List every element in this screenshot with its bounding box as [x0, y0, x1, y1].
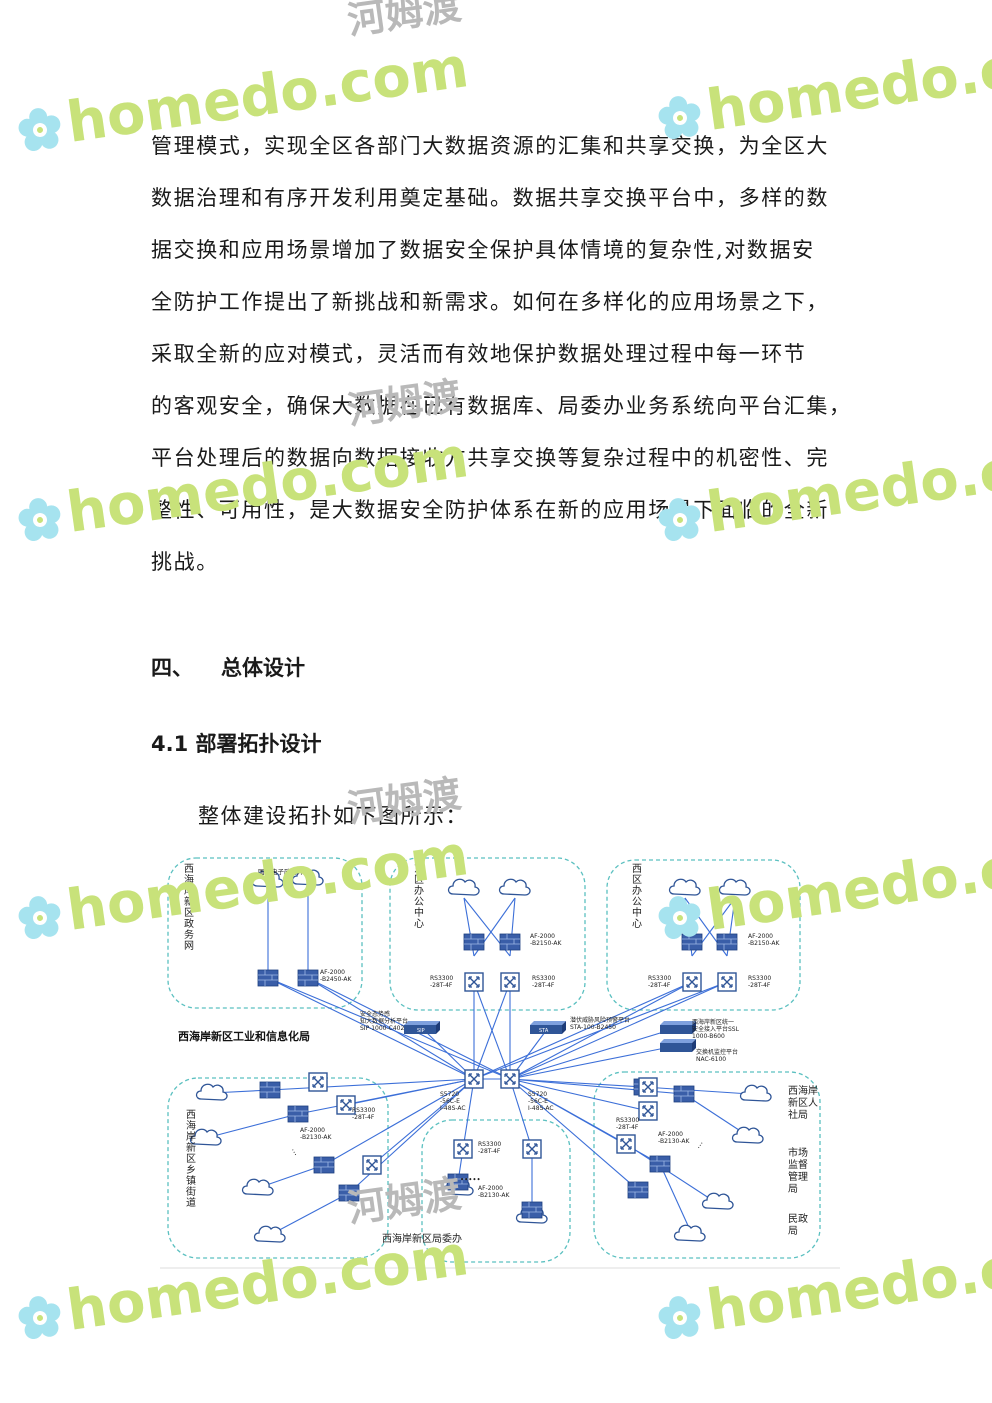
zone-label-gov: 西海岸新区政务网: [184, 864, 194, 952]
device-label: AF-2000-B2450-AK: [320, 969, 352, 983]
section-number: 四、: [151, 656, 193, 680]
ellipsis-dots: ⋯: [288, 1147, 300, 1158]
device-label: AF-2000-B2150-AK: [530, 933, 562, 947]
device-label: RS3300-28T-4F: [616, 1117, 639, 1131]
paragraph-line: 全防护工作提出了新挑战和新需求。如何在多样化的应用场景之下，: [151, 290, 829, 314]
watermark-flower-icon: [656, 1293, 704, 1341]
watermark-flower-icon: [16, 1293, 64, 1341]
zone-label-hr: 西海岸新区人社局: [788, 1084, 818, 1121]
paragraph-line: 采取全新的应对模式，灵活而有效地保护数据处理过程中每一环节: [151, 342, 807, 366]
device-label: RS3300-28T-4F: [352, 1107, 375, 1121]
topology-diagram: SIP STA 西海岸新区政务网 东区办公中心 西区办公中心 西海岸新区乡镇街道…: [160, 857, 840, 1269]
ellipsis-dots: ⋯: [694, 1139, 706, 1151]
device-label: AF-2000-B2150-AK: [748, 933, 780, 947]
device-label: RS3300-28T-4F: [478, 1141, 501, 1155]
device-label: RS3300-28T-4F: [430, 975, 453, 989]
watermark-flower-icon: [16, 495, 64, 543]
ellipsis-dots: •••••: [460, 1176, 481, 1184]
watermark-cn: 河姆渡: [345, 0, 464, 43]
zone-label-east: 东区办公中心: [414, 862, 424, 930]
device-label: AF-2000-B2130-AK: [300, 1127, 332, 1141]
org-label: 西海岸新区工业和信息化局: [178, 1029, 310, 1043]
body-paragraph: 管理模式，实现全区各部门大数据资源的汇集和共享交换，为全区大 数据治理和有序开发…: [151, 120, 851, 588]
zone-label-market: 市场监督管理局: [788, 1146, 808, 1195]
diagram-intro: 整体建设拓扑如下图所示：: [198, 804, 468, 828]
sta-badge: STA: [539, 1028, 549, 1034]
watermark-flower-icon: [16, 893, 64, 941]
zone-label-town: 西海岸新区乡镇街道: [186, 1110, 196, 1209]
zone-label-civil: 民政局: [788, 1212, 808, 1237]
zone-label-bureau: 西海岸新区局委办: [382, 1232, 462, 1245]
paragraph-line: 据交换和应用场景增加了数据安全保护具体情境的复杂性,对数据安: [151, 238, 815, 262]
zone-borders: [167, 857, 821, 1263]
paragraph-line: 管理模式，实现全区各部门大数据资源的汇集和共享交换，为全区大: [151, 134, 829, 158]
device-label: RS3300-28T-4F: [648, 975, 671, 989]
paragraph-line: 的客观安全，确保大数据在已有数据库、局委办业务系统向平台汇集，: [151, 394, 851, 418]
device-label: RS3300-28T-4F: [532, 975, 555, 989]
zone-label-west: 西区办公中心: [632, 864, 642, 930]
watermark-flower-icon: [16, 105, 64, 153]
paragraph-line: 挑战。: [151, 550, 219, 574]
subsection-heading: 4.1 部署拓扑设计: [151, 732, 322, 756]
paragraph-line: 整性、可用性，是大数据安全防护体系在新的应用场景下面临的全新: [151, 498, 829, 522]
gov-cloud-label: 国家电子政务外网: [258, 867, 310, 876]
section-heading: 四、 总体设计: [151, 652, 305, 682]
device-label: AF-2000-B2130-AK: [478, 1185, 510, 1199]
network-links: [205, 875, 751, 1236]
device-label: RS3300-28T-4F: [748, 975, 771, 989]
device-label: AF-2000-B2130-AK: [658, 1131, 690, 1145]
paragraph-line: 数据治理和有序开发利用奠定基础。数据共享交换平台中，多样的数: [151, 186, 829, 210]
paragraph-line: 平台处理后的数据向数据接收方共享交换等复杂过程中的机密性、完: [151, 446, 829, 470]
section-title: 总体设计: [221, 656, 305, 680]
sip-badge: SIP: [417, 1028, 425, 1034]
